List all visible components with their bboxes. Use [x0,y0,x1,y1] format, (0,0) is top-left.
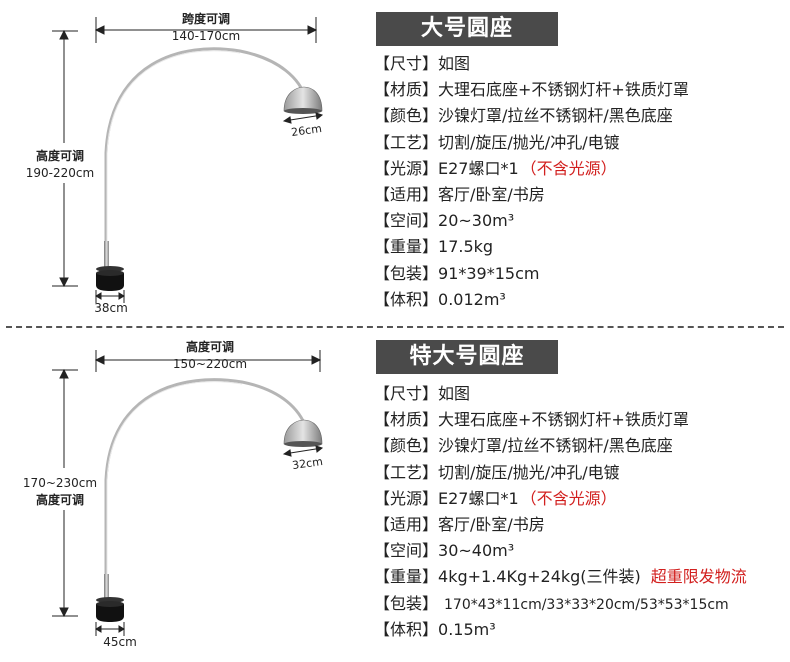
spec-key: 【工艺】 [374,132,439,152]
spec-row: 【包装】91*39*15cm [374,261,790,287]
spec-row: 【空间】20~30m³ [374,208,790,234]
spec-row: 【工艺】切割/旋压/抛光/冲孔/电镀 [374,130,790,156]
spec-row: 【材质】大理石底座+不锈钢灯杆+铁质灯罩 [374,407,790,433]
span-value: 140-170cm [172,29,240,43]
spec-key: 【空间】 [374,211,439,231]
spec-key: 【材质】 [374,80,439,100]
span-value: 150~220cm [173,357,247,371]
spec-list: 【尺寸】如图 【材质】大理石底座+不锈钢灯杆+铁质灯罩 【颜色】沙镍灯罩/拉丝不… [374,51,790,313]
spec-row: 【尺寸】如图 [374,51,790,77]
spec-value: 沙镍灯罩/拉丝不锈钢杆/黑色底座 [438,436,673,456]
lamp-diagram-large: 跨度可调 140-170cm 高度可调 190-220cm [26,11,324,315]
lamp-illustration [96,47,323,291]
spec-key: 【尺寸】 [374,54,439,73]
spec-row: 【颜色】沙镍灯罩/拉丝不锈钢杆/黑色底座 [374,433,790,459]
spec-note: 超重限发物流 [650,567,747,587]
lamp-diagram-extra-large: 高度可调 150~220cm 170~230cm 高度可调 [23,339,324,649]
shade-size: 26cm [290,122,322,139]
spec-row: 【包装】 170*43*11cm/33*33*20cm/53*53*15cm [374,591,790,617]
spec-value: 切割/旋压/抛光/冲孔/电镀 [438,462,620,482]
spec-value: 客厅/卧室/书房 [438,514,545,534]
height-value: 170~230cm [23,476,97,490]
spec-row: 【体积】0.012m³ [374,287,790,313]
spec-key: 【重量】 [374,567,439,587]
spec-value: 0.012m³ [438,289,506,309]
base-size: 38cm [94,301,128,315]
spec-note: （不含光源） [520,488,617,508]
height-dimension-arrow [52,368,78,618]
lamp-illustration [96,378,323,622]
span-dimension-arrow [94,17,318,43]
spec-key: 【材质】 [374,410,439,430]
spec-key: 【空间】 [374,541,439,561]
base-size: 45cm [103,635,137,649]
spec-row: 【工艺】切割/旋压/抛光/冲孔/电镀 [374,460,790,486]
product-section-extra-large: 高度可调 150~220cm 170~230cm 高度可调 [0,330,790,662]
section-divider [6,326,784,328]
spec-value: 30~40m³ [438,541,515,561]
spec-value: 客厅/卧室/书房 [438,184,545,204]
spec-key: 【重量】 [374,237,439,257]
span-label: 高度可调 [186,339,234,354]
spec-value: 4kg+1.4Kg+24kg(三件装) [438,567,641,587]
spec-row: 【光源】E27螺口*1（不含光源） [374,156,790,182]
spec-key: 【工艺】 [374,462,439,482]
spec-row: 【光源】E27螺口*1（不含光源） [374,486,790,512]
spec-key: 【适用】 [374,184,439,204]
span-dimension-arrow [94,350,322,372]
height-label: 高度可调 [36,492,84,507]
section-title: 特大号圆座 [376,340,558,374]
spec-key: 【尺寸】 [374,384,439,403]
spec-key: 【颜色】 [374,436,439,456]
spec-key: 【颜色】 [374,106,439,126]
section-title: 大号圆座 [376,12,558,46]
base-dimension-arrow [95,290,125,303]
spec-value: 如图 [438,54,471,73]
spec-value: 切割/旋压/抛光/冲孔/电镀 [438,132,620,152]
spec-value: 如图 [438,384,471,403]
spec-value: E27螺口*1 [438,488,519,508]
spec-key: 【适用】 [374,514,439,534]
spec-key: 【光源】 [374,488,439,508]
spec-key: 【包装】 [374,263,439,283]
base-dimension-arrow [95,622,125,636]
spec-row: 【空间】30~40m³ [374,538,790,564]
spec-row: 【适用】客厅/卧室/书房 [374,182,790,208]
spec-key: 【体积】 [374,619,439,639]
spec-value: 大理石底座+不锈钢灯杆+铁质灯罩 [438,80,689,100]
spec-value: 91*39*15cm [438,263,540,283]
span-label: 跨度可调 [182,11,230,26]
spec-row: 【重量】4kg+1.4Kg+24kg(三件装) 超重限发物流 [374,564,790,590]
spec-value: 沙镍灯罩/拉丝不锈钢杆/黑色底座 [438,106,673,126]
height-value: 190-220cm [26,166,94,180]
spec-value: E27螺口*1 [438,158,519,178]
height-label: 高度可调 [36,148,84,163]
spec-row: 【重量】17.5kg [374,234,790,260]
spec-row: 【颜色】沙镍灯罩/拉丝不锈钢杆/黑色底座 [374,103,790,129]
spec-value: 17.5kg [438,237,494,257]
shade-dimension-arrow [282,112,324,124]
spec-value: 大理石底座+不锈钢灯杆+铁质灯罩 [438,410,689,430]
spec-key: 【光源】 [374,158,439,178]
shade-size: 32cm [291,455,323,472]
spec-row: 【材质】大理石底座+不锈钢灯杆+铁质灯罩 [374,77,790,103]
shade-dimension-arrow [282,445,324,457]
spec-value: 0.15m³ [438,619,496,639]
spec-row: 【尺寸】如图 [374,381,790,407]
height-dimension-arrow [52,29,78,288]
spec-row: 【适用】客厅/卧室/书房 [374,512,790,538]
spec-row: 【体积】0.15m³ [374,617,790,643]
spec-value: 20~30m³ [438,211,515,231]
product-section-large: 跨度可调 140-170cm 高度可调 190-220cm [0,0,790,326]
spec-key: 【包装】 [374,593,439,613]
spec-note: （不含光源） [520,158,617,178]
spec-key: 【体积】 [374,289,439,309]
spec-list: 【尺寸】如图 【材质】大理石底座+不锈钢灯杆+铁质灯罩 【颜色】沙镍灯罩/拉丝不… [374,381,790,643]
spec-value: 170*43*11cm/33*33*20cm/53*53*15cm [444,596,729,613]
